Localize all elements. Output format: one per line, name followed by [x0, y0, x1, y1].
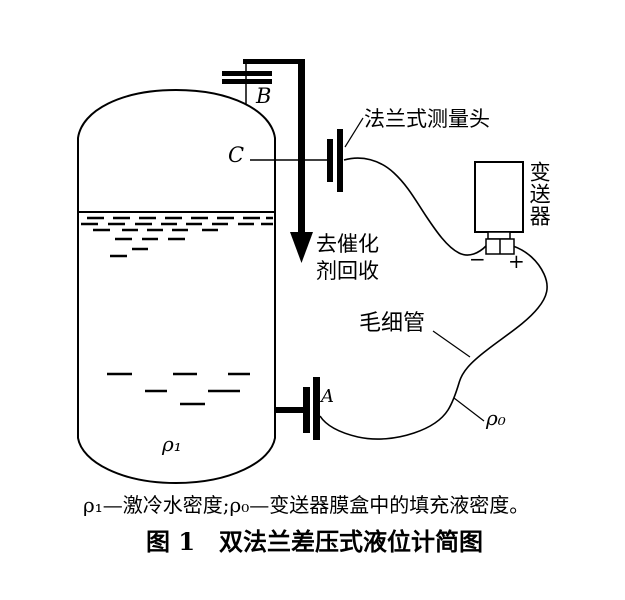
- flange-b: [222, 71, 272, 84]
- transmitter-label: 变送器: [527, 161, 552, 227]
- flange-c: [327, 129, 343, 192]
- tank-density-label: ρ₁: [162, 432, 182, 456]
- capillary-leader-line: [432, 330, 471, 358]
- capillary-tube-lower: [319, 245, 548, 440]
- minus-terminal-label: −: [469, 247, 486, 271]
- liquid-surface-dashes: [81, 216, 273, 258]
- tap-b-label: B: [256, 84, 272, 108]
- flange-head-leader-line: [344, 117, 364, 148]
- drain-pipe: [243, 59, 313, 263]
- drain-arrowhead: [290, 232, 313, 263]
- tap-c-label: C: [228, 143, 245, 167]
- flange-a: [276, 377, 320, 440]
- tap-a-label: A: [321, 386, 334, 407]
- plus-terminal-label: +: [508, 249, 525, 273]
- rho0-leader-line: [453, 397, 485, 422]
- figure-title: 图 1 双法兰差压式液位计简图: [146, 527, 484, 556]
- catalyst-recovery-label: 去催化 剂回收: [316, 232, 379, 283]
- figure-legend: ρ₁—激冷水密度;ρ₀—变送器膜盒中的填充液密度。: [83, 493, 530, 517]
- flange-head-label: 法兰式测量头: [364, 107, 490, 131]
- fill-density-label: ρ₀: [486, 406, 506, 430]
- liquid-bottom-dashes: [107, 372, 250, 406]
- tank-outline: [77, 88, 276, 485]
- capillary-label: 毛细管: [359, 311, 426, 336]
- capillary-tube-upper: [343, 157, 487, 256]
- transmitter-body: [474, 161, 524, 255]
